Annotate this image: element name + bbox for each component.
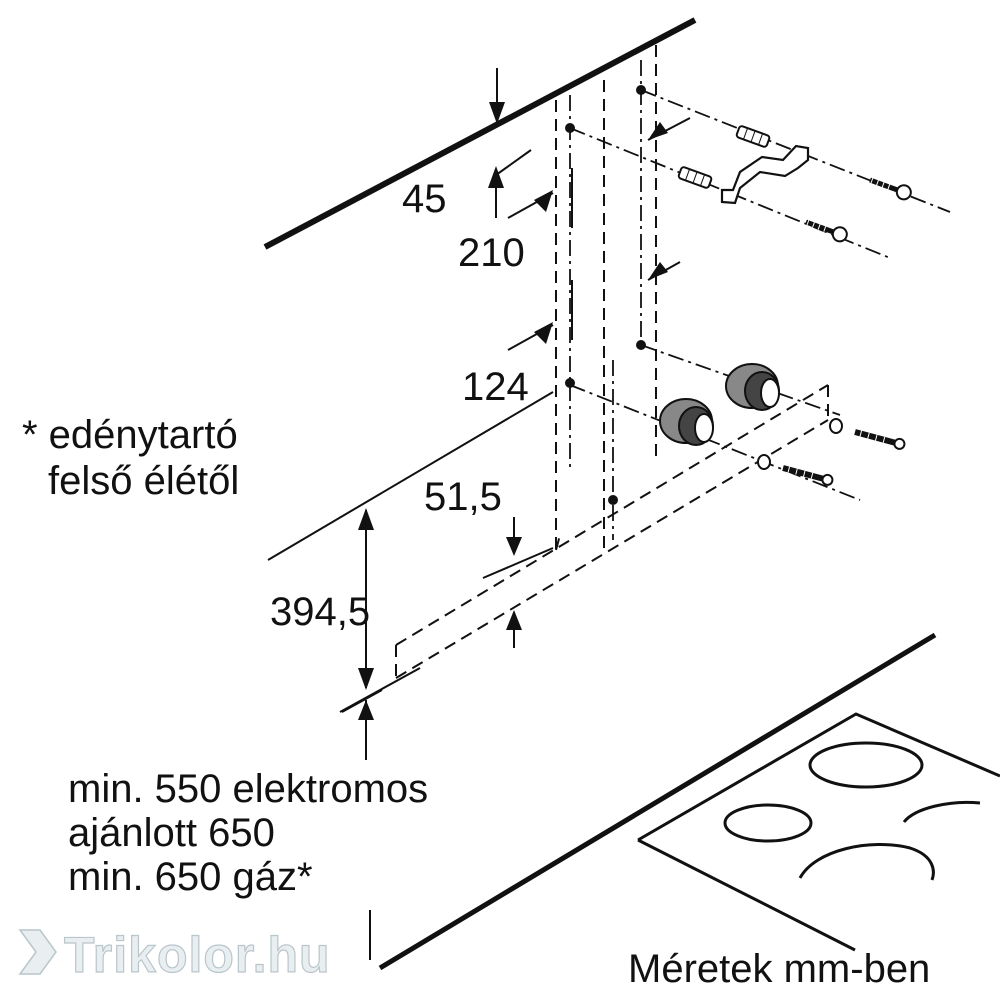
watermark-text: Trikolor.hu xyxy=(64,927,331,983)
dim-394-5-leader xyxy=(341,508,383,760)
note-asterisk-line1: * edénytartó xyxy=(22,413,238,457)
dim-label-124: 124 xyxy=(462,365,529,409)
clearance-line3: min. 650 gáz* xyxy=(68,855,313,899)
dim-label-45: 45 xyxy=(402,177,447,221)
lower-screws xyxy=(757,418,906,486)
wall-bracket xyxy=(720,144,810,205)
hood-body xyxy=(395,384,829,679)
ceiling-line xyxy=(263,17,697,250)
dim-label-394-5: 394,5 xyxy=(270,590,370,634)
dim-51-5-leader xyxy=(482,517,554,648)
note-asterisk-line2: felső élétől xyxy=(48,459,239,503)
ceiling-arrow xyxy=(489,68,505,124)
dimension-leaders xyxy=(488,117,691,351)
upper-screws xyxy=(805,177,912,243)
watermark-logo: Trikolor.hu xyxy=(18,926,331,984)
clearance-line2: ajánlott 650 xyxy=(68,811,275,855)
dim-label-210: 210 xyxy=(458,231,525,275)
chimney-outline xyxy=(555,45,657,553)
mounting-centre-lines xyxy=(569,89,951,501)
units-note: Méretek mm-ben xyxy=(628,947,930,991)
clearance-line1: min. 550 elektromos xyxy=(68,767,428,811)
worktop xyxy=(378,632,1000,971)
lower-wall-plugs xyxy=(659,363,780,446)
hob-burners xyxy=(723,741,981,881)
reference-line-lower xyxy=(339,667,421,713)
drill-hole-markers xyxy=(565,85,646,505)
upper-wall-plugs xyxy=(677,125,771,189)
reference-line-upper xyxy=(267,391,554,561)
dim-label-51-5: 51,5 xyxy=(424,475,502,519)
